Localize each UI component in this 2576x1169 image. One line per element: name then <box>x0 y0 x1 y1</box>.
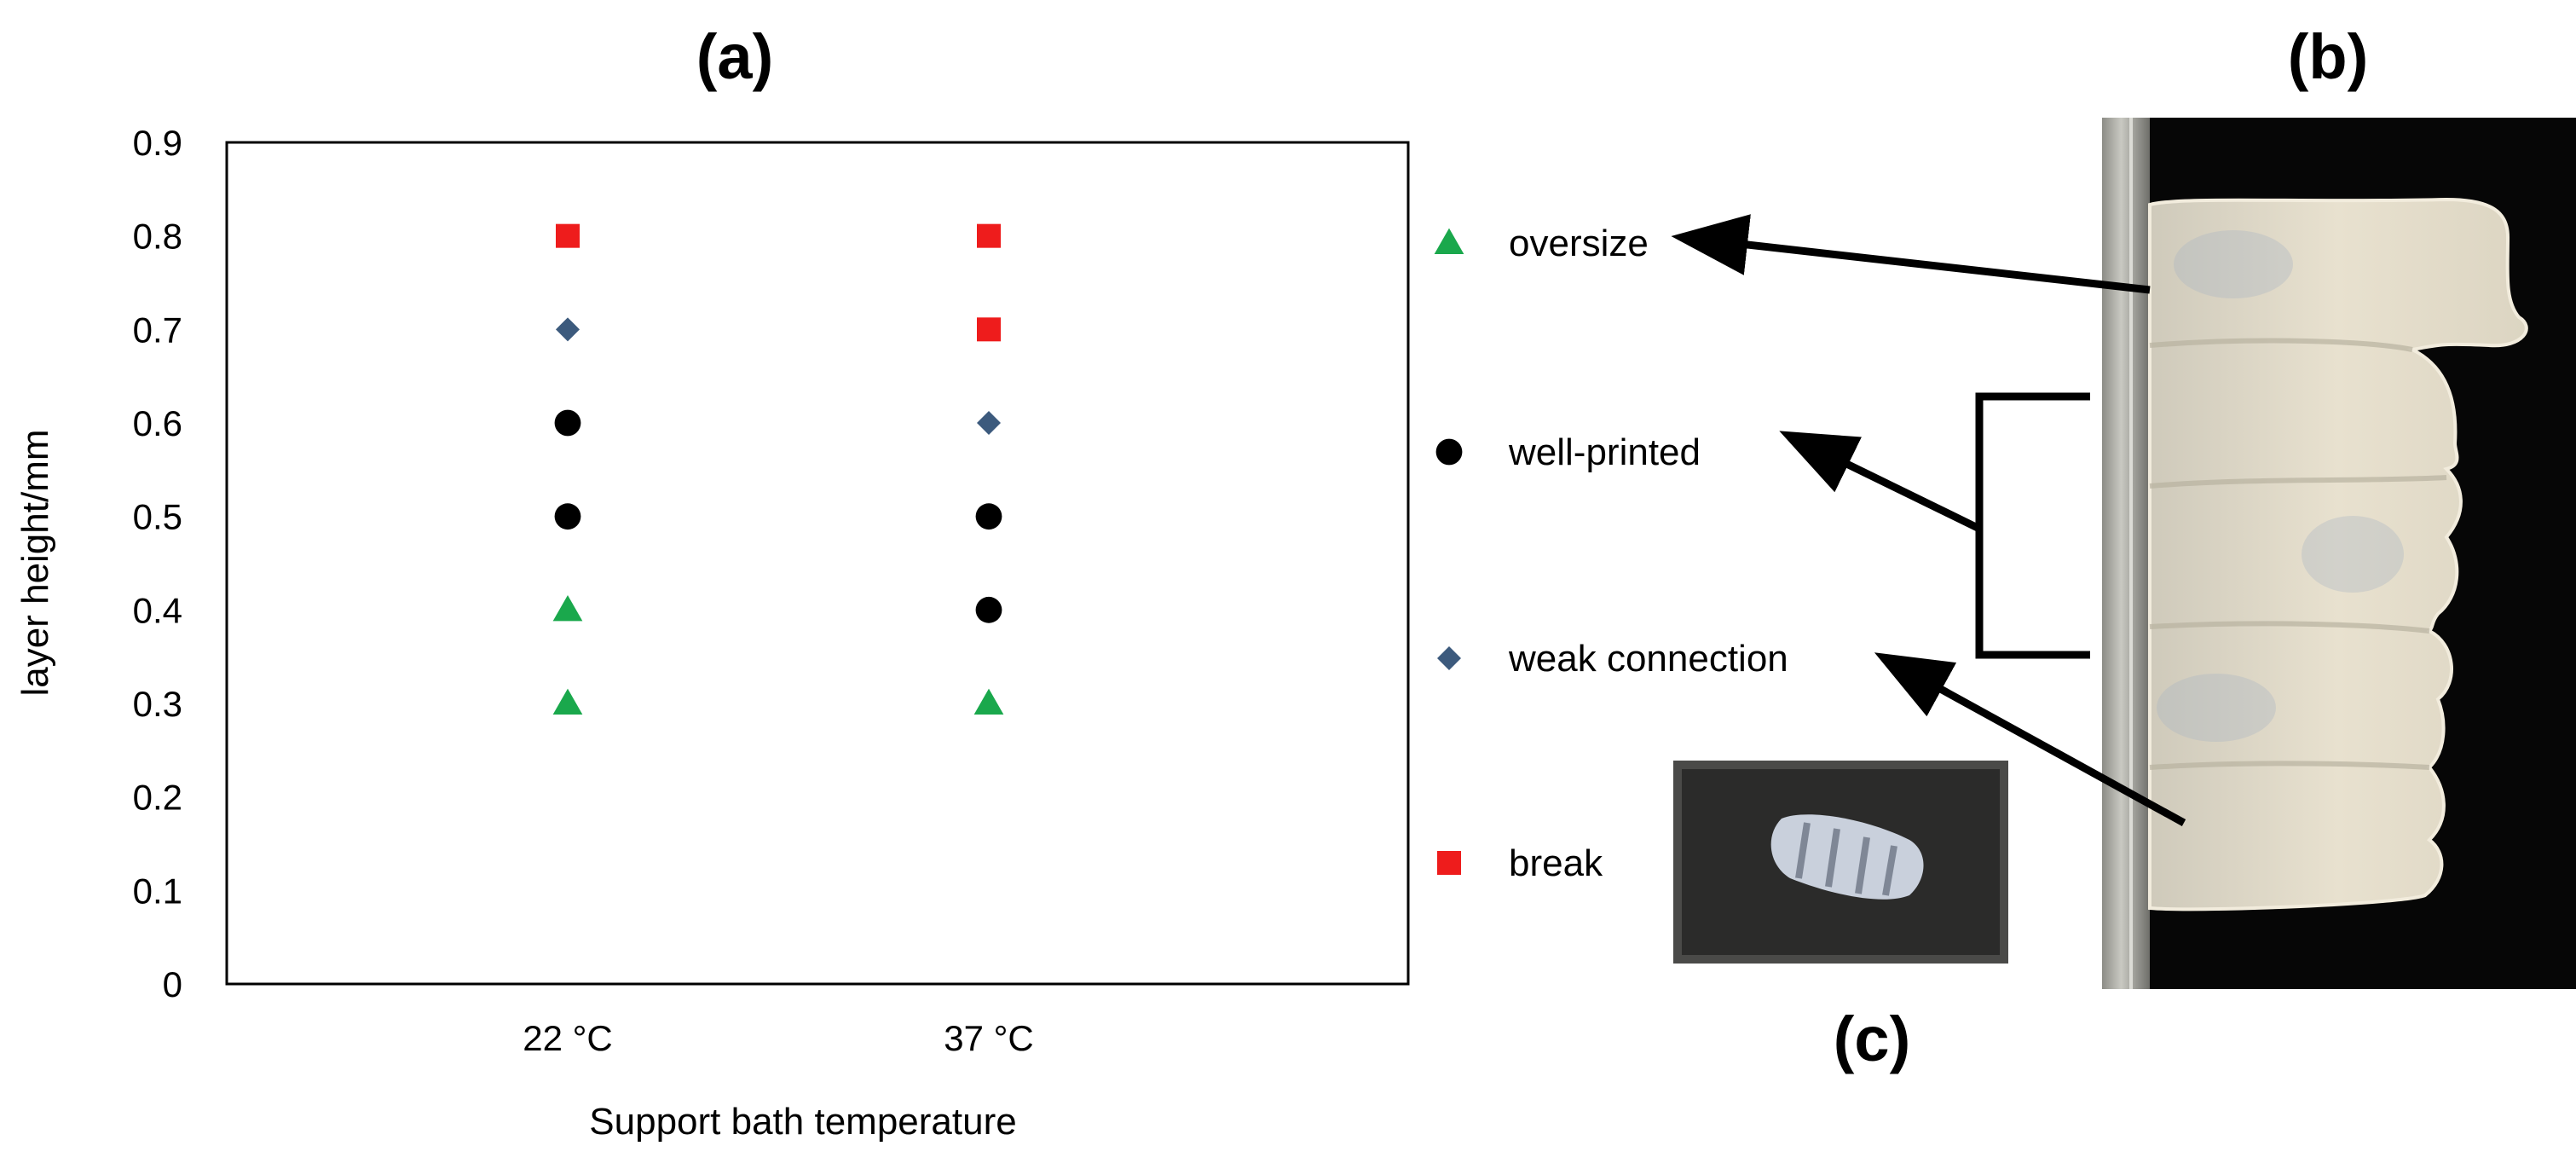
y-tick-label: 0 <box>163 964 182 1004</box>
panel-label-b: (b) <box>2288 21 2369 92</box>
legend-marker-oversize <box>1434 228 1464 255</box>
legend-label: well-printed <box>1508 431 1701 473</box>
y-tick-label: 0.5 <box>133 497 182 537</box>
photo-b <box>2102 118 2576 989</box>
data-point-break <box>977 317 1001 342</box>
data-point-well-printed <box>554 409 581 437</box>
arrow-oversize <box>1671 214 2151 294</box>
legend: oversize well-printed weak connection break <box>1434 223 1788 884</box>
photo-b-layer-seams <box>2149 338 2447 770</box>
data-point-well-printed <box>975 596 1002 623</box>
legend-marker-weak-connection <box>1437 646 1461 670</box>
arrow-weak-connection <box>1874 652 2186 826</box>
well-printed-bracket <box>1975 392 2090 659</box>
data-point-oversize <box>552 688 583 715</box>
y-tick-label: 0.4 <box>133 590 182 630</box>
data-point-weak-connection <box>556 317 580 342</box>
panel-label-c: (c) <box>1834 1004 1910 1074</box>
data-point-break <box>556 223 580 248</box>
y-tick-label: 0.7 <box>133 310 182 350</box>
photo-b-bluish-spot <box>2174 230 2293 298</box>
photo-b-gel-construct <box>2148 197 2528 911</box>
x-axis-title: Support bath temperature <box>589 1101 1016 1143</box>
photo-c-gel-ridges <box>1795 822 1897 896</box>
y-tick-label: 0.9 <box>133 123 182 163</box>
data-point-well-printed <box>975 503 1002 530</box>
y-tick-label: 0.6 <box>133 403 182 443</box>
plot-area-frame <box>225 141 1410 986</box>
photo-b-bluish-spot <box>2302 516 2404 593</box>
x-tick-label: 37 °C <box>944 1018 1034 1058</box>
y-tick-label: 0.8 <box>133 217 182 257</box>
data-point-weak-connection <box>977 411 1001 435</box>
data-point-oversize <box>552 594 583 622</box>
data-points <box>552 223 1004 715</box>
arrow-well-printed <box>1779 431 1981 533</box>
legend-marker-break <box>1437 851 1461 875</box>
x-tick-labels: 22 °C 37 °C <box>523 1018 1034 1058</box>
photo-c-vignette <box>1673 761 2008 964</box>
y-axis-title: layer height/mm <box>14 429 56 696</box>
panel-label-a: (a) <box>696 21 773 92</box>
photo-c <box>1673 761 2008 964</box>
photo-b-bluish-spot <box>2157 674 2276 742</box>
photo-b-glass-rod <box>2102 118 2150 989</box>
y-tick-label: 0.2 <box>133 778 182 818</box>
legend-label: oversize <box>1509 223 1649 264</box>
legend-label: break <box>1509 842 1603 884</box>
data-point-break <box>977 223 1001 248</box>
y-tick-labels: 0 0.1 0.2 0.3 0.4 0.5 0.6 0.7 0.8 0.9 <box>133 123 182 1004</box>
y-tick-label: 0.1 <box>133 871 182 911</box>
data-point-well-printed <box>554 503 581 530</box>
legend-marker-well-printed <box>1435 438 1463 466</box>
data-point-oversize <box>973 688 1004 715</box>
y-tick-label: 0.3 <box>133 684 182 724</box>
x-tick-label: 22 °C <box>523 1018 613 1058</box>
legend-label: weak connection <box>1508 638 1788 680</box>
